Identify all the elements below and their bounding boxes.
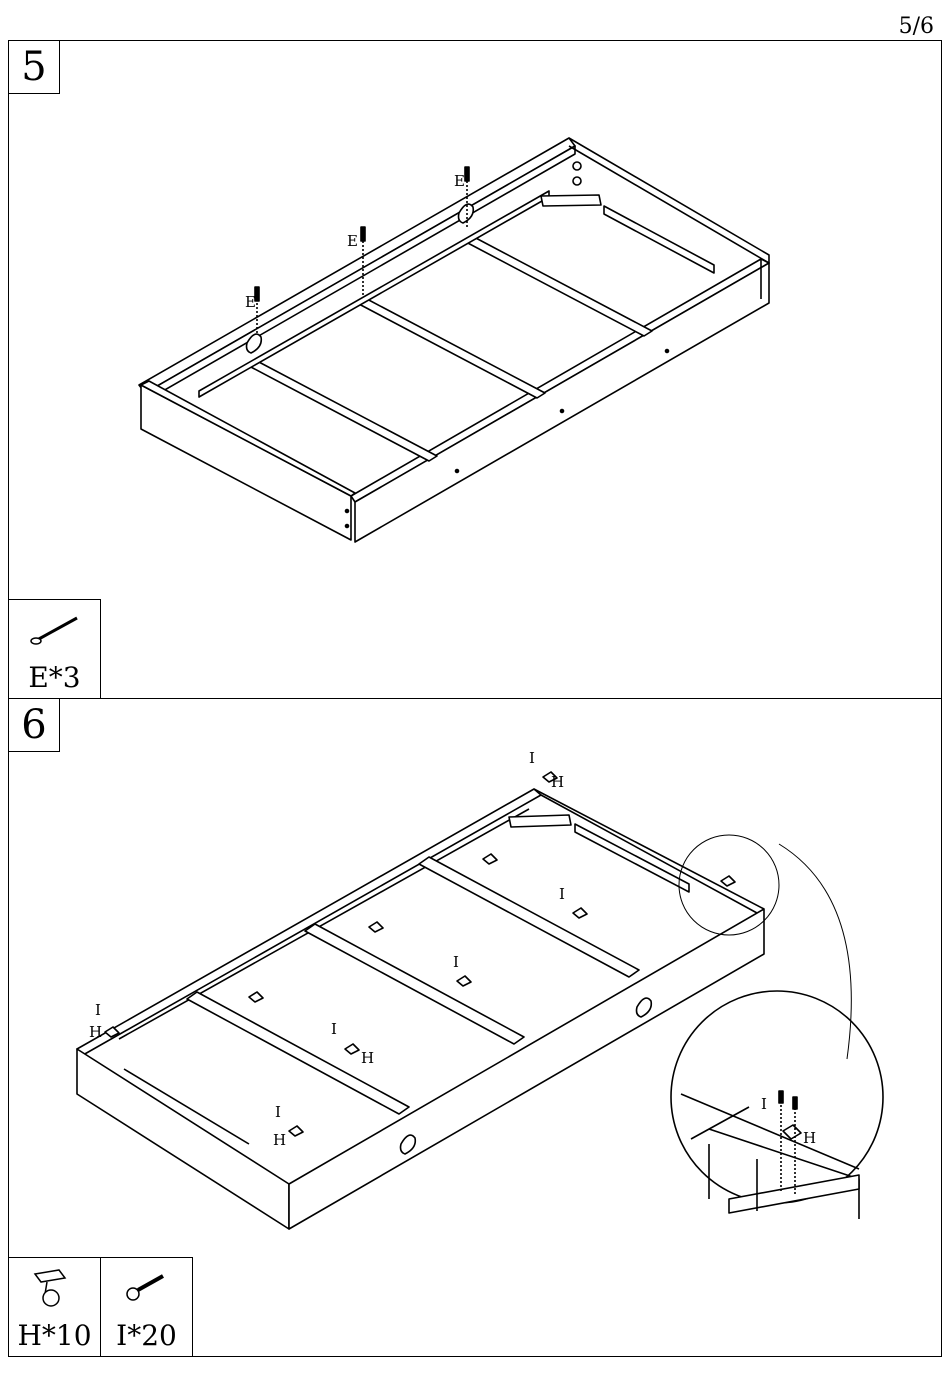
step-5-drawing: E E E <box>9 41 941 698</box>
screw-i-label: I <box>95 1001 101 1019</box>
parts-box-i: I*20 <box>100 1257 193 1357</box>
caster-h-label: H <box>273 1131 286 1149</box>
step-number: 5 <box>8 40 60 94</box>
parts-box-h: H*10 <box>8 1257 101 1357</box>
screw-e-label: E <box>245 293 256 311</box>
caster-h-label: H <box>551 773 564 791</box>
short-screw-icon <box>123 1268 173 1308</box>
screw-i-label: I <box>331 1020 337 1038</box>
caster-wheel-icon <box>29 1266 79 1308</box>
part-quantity: H*10 <box>9 1319 100 1352</box>
step-number: 6 <box>8 698 60 752</box>
screw-e-label: E <box>454 172 465 190</box>
step-6-panel: I H I H I H I I I H I H 6 H*10 I*20 <box>8 698 942 1357</box>
screw-i-label: I <box>761 1095 767 1113</box>
screw-i-label: I <box>529 749 535 767</box>
parts-box-e: E*3 <box>8 599 101 699</box>
part-quantity: E*3 <box>9 661 100 694</box>
screw-i-label: I <box>275 1103 281 1121</box>
page-number: 5/6 <box>899 14 934 39</box>
screw-e-label: E <box>347 232 358 250</box>
caster-h-label: H <box>803 1129 816 1147</box>
part-quantity: I*20 <box>101 1319 192 1352</box>
step-5-panel: E E E 5 E*3 <box>8 40 942 699</box>
screw-i-label: I <box>453 953 459 971</box>
screw-i-label: I <box>559 885 565 903</box>
long-screw-icon <box>27 610 87 650</box>
caster-h-label: H <box>89 1023 102 1041</box>
caster-h-label: H <box>361 1049 374 1067</box>
